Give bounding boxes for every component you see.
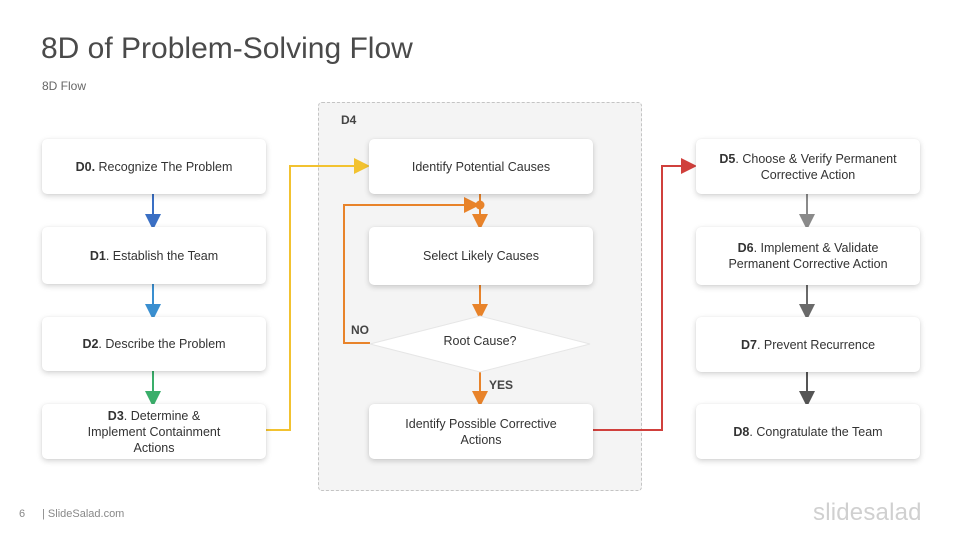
arrow-d4-d5 [593, 158, 697, 431]
d3-box: D3. Determine & Implement Containment Ac… [42, 404, 266, 459]
d4-step-3-text: Identify Possible Corrective Actions [405, 416, 557, 447]
d4-identify-potential-causes: Identify Potential Causes [369, 139, 593, 194]
d1-text: . Establish the Team [105, 248, 219, 263]
arrow-no-loop [343, 197, 480, 344]
loop-junction-dot [475, 200, 485, 210]
d5-box: D5. Choose & Verify Permanent Corrective… [696, 139, 920, 194]
d3-text: . Determine & Implement Containment Acti… [87, 408, 221, 455]
d7-code: D7 [740, 337, 757, 352]
d7-text: . Prevent Recurrence [756, 337, 876, 352]
d0-code: D0. [75, 159, 96, 174]
d8-box: D8. Congratulate the Team [696, 404, 920, 459]
d4-step-1-text: Identify Potential Causes [411, 159, 551, 174]
slidesalad-logo: slidesalad [813, 499, 922, 526]
page-title: 8D of Problem-Solving Flow [41, 32, 413, 65]
footer-site: | SlideSalad.com [42, 508, 125, 520]
d1-box: D1. Establish the Team [42, 227, 266, 284]
page-number: 6 [19, 508, 26, 520]
no-label: NO [351, 323, 369, 337]
d4-select-likely-causes: Select Likely Causes [369, 227, 593, 285]
decision-diamond [369, 315, 591, 373]
d1-code: D1 [89, 248, 106, 263]
d0-box: D0. Recognize The Problem [42, 139, 266, 194]
d2-code: D2 [82, 337, 99, 351]
d8-code: D8 [733, 424, 750, 439]
d5-text: . Choose & Verify Permanent Corrective A… [735, 151, 897, 182]
d6-box: D6. Implement & Validate Permanent Corre… [696, 227, 920, 285]
d5-code: D5 [719, 151, 736, 166]
d0-text: Recognize The Problem [95, 159, 233, 174]
d2-text: . Describe the Problem [98, 337, 226, 351]
d4-label: D4 [341, 113, 357, 127]
page-subtitle: 8D Flow [42, 79, 87, 93]
yes-label: YES [489, 378, 514, 392]
d8-text: . Congratulate the Team [749, 424, 883, 439]
d3-code: D3 [107, 408, 124, 423]
d6-code: D6 [737, 241, 754, 255]
d4-identify-corrective-actions: Identify Possible Corrective Actions [369, 404, 593, 459]
d7-box: D7. Prevent Recurrence [696, 317, 920, 372]
d4-step-2-text: Select Likely Causes [422, 249, 540, 263]
d2-box: D2. Describe the Problem [42, 317, 266, 371]
arrow-d3-d4 [266, 158, 370, 431]
decision-text: Root Cause? [443, 334, 517, 348]
d6-text: . Implement & Validate Permanent Correct… [728, 241, 888, 271]
